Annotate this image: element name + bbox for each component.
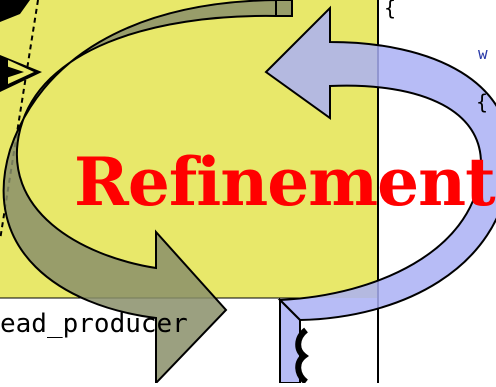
gray-cycle-arrow (2, 0, 293, 386)
play-triangle-icons (0, 0, 42, 92)
play-triangle-icon-top (0, 0, 30, 22)
bracket-glyph-icon (295, 327, 309, 385)
blue-cycle-arrow (264, 5, 496, 384)
